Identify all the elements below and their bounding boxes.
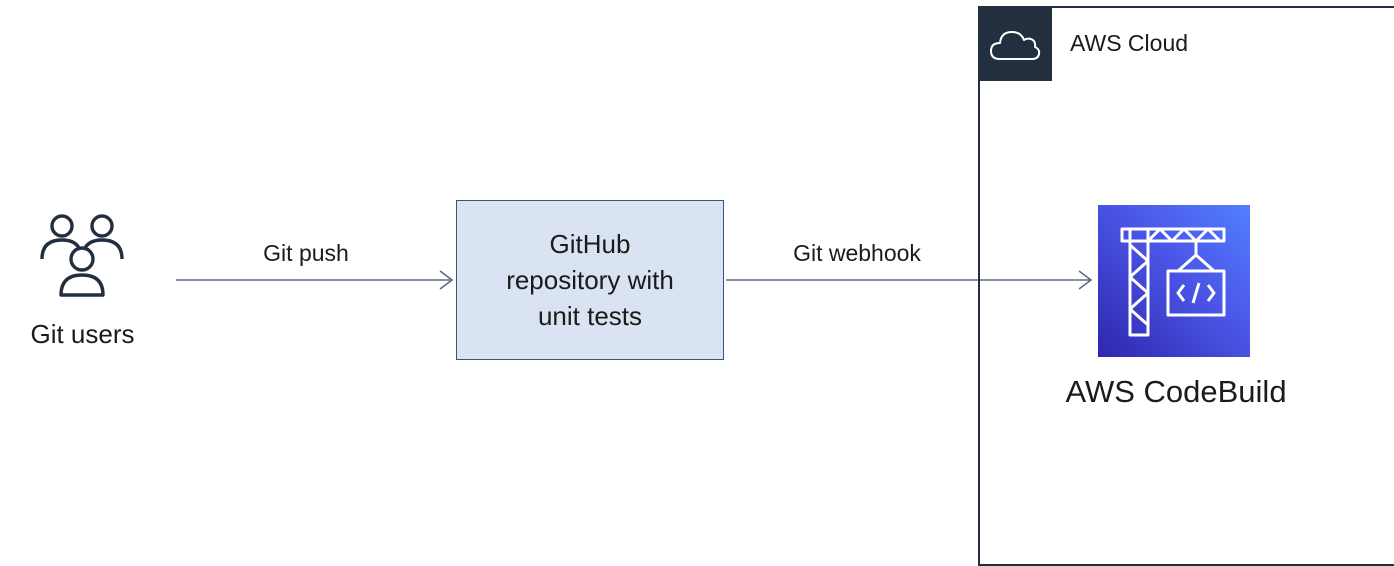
codebuild-icon[interactable] — [1098, 205, 1250, 357]
cloud-icon — [990, 31, 1041, 60]
codebuild-label: AWS CodeBuild — [1065, 374, 1287, 409]
git-push-label: Git push — [263, 240, 349, 266]
users-icon — [40, 214, 124, 297]
github-repository-node[interactable]: GitHub repository with unit tests — [456, 200, 724, 360]
crane-icon — [1120, 227, 1226, 337]
aws-cloud-label: AWS Cloud — [1070, 30, 1189, 56]
github-repository-label: GitHub repository with unit tests — [506, 229, 674, 331]
git-push-arrow — [176, 270, 454, 290]
git-webhook-label: Git webhook — [793, 240, 921, 266]
git-users-label: Git users — [30, 319, 135, 349]
aws-cloud-badge — [978, 6, 1052, 81]
